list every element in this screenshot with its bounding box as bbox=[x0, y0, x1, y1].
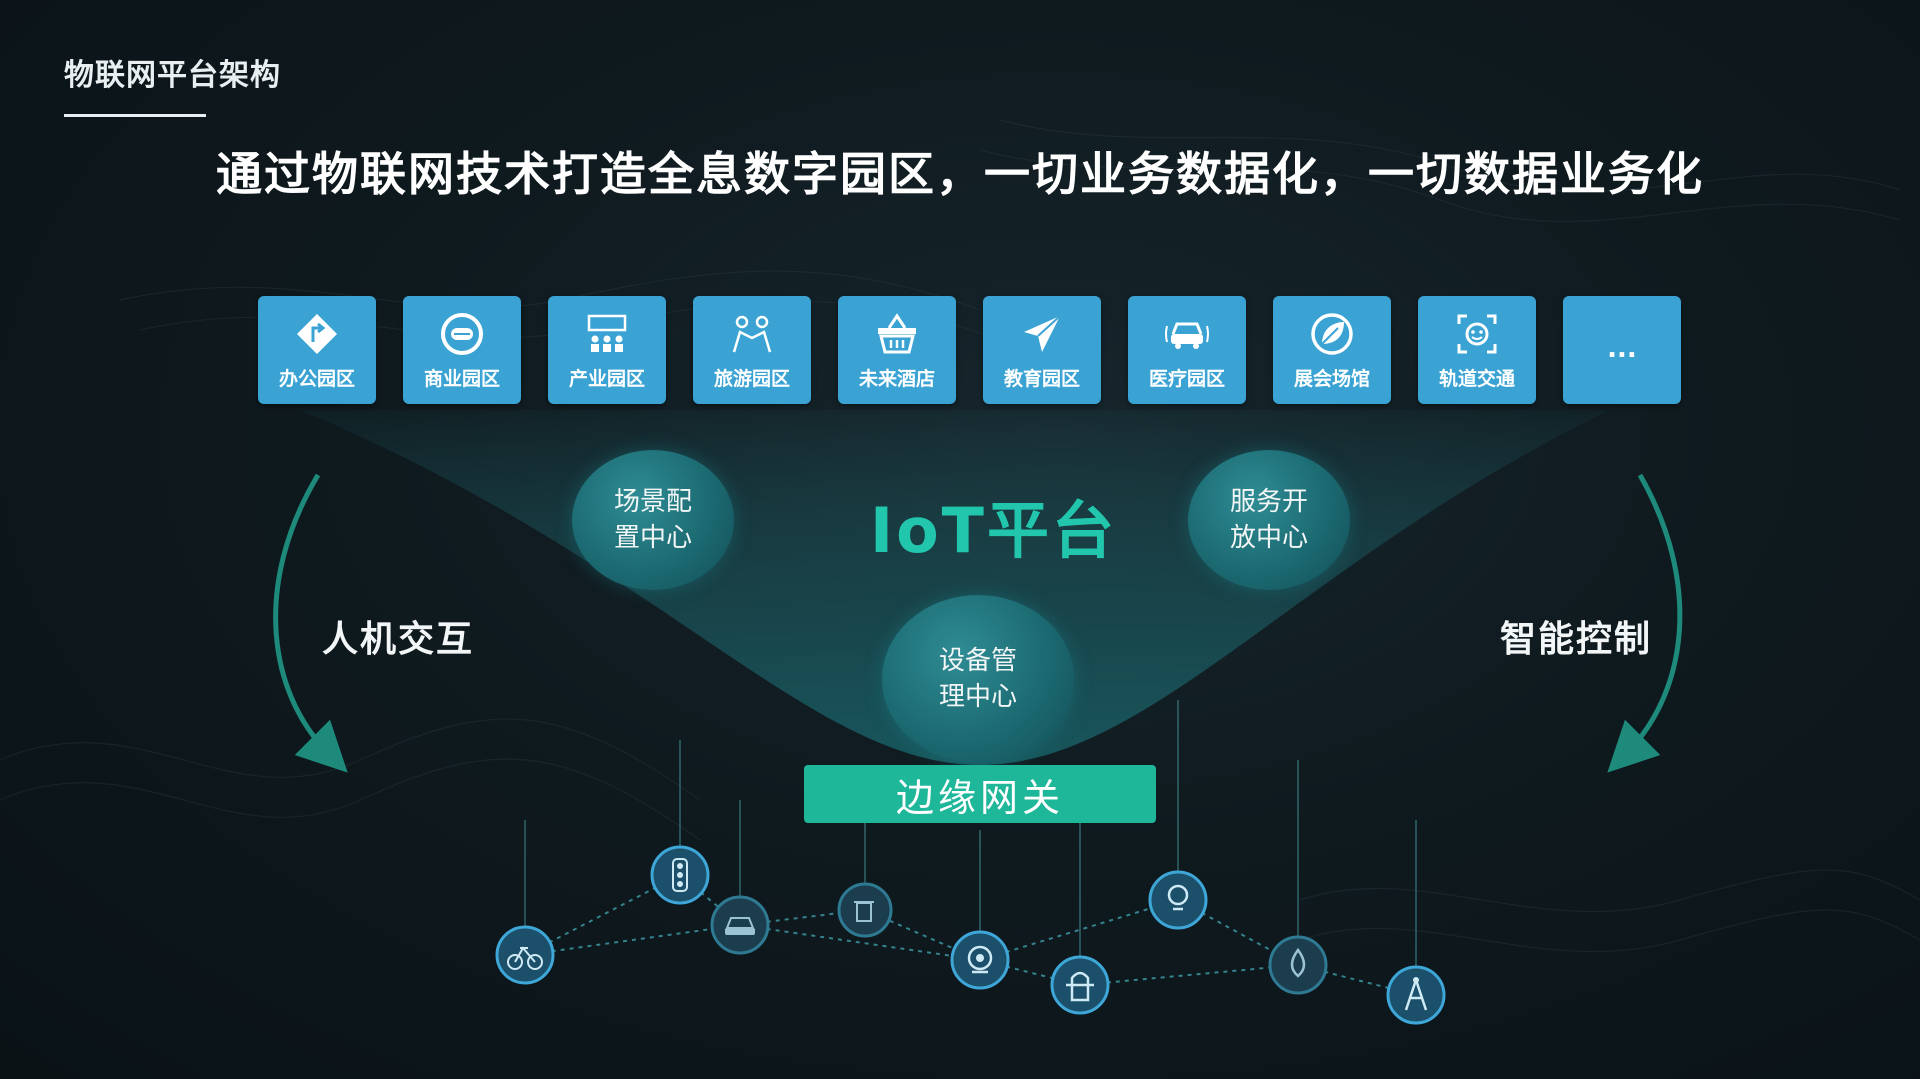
car-icon bbox=[1163, 312, 1211, 356]
scene-config-center[interactable]: 场景配 置中心 bbox=[572, 450, 734, 590]
car-icon[interactable] bbox=[710, 895, 770, 955]
tile-office-park[interactable]: 办公园区 bbox=[258, 296, 376, 404]
tile-label: 展会场馆 bbox=[1293, 368, 1370, 390]
title-underline bbox=[64, 114, 206, 117]
industry-icon bbox=[583, 312, 631, 356]
tile-future-hotel[interactable]: 未来酒店 bbox=[838, 296, 956, 404]
scene-config-line-1: 场景配 bbox=[613, 487, 692, 517]
tile-label: 产业园区 bbox=[568, 368, 645, 390]
page-title: 物联网平台架构 bbox=[64, 58, 281, 93]
tile-commerce-park[interactable]: 商业园区 bbox=[403, 296, 521, 404]
tourism-icon bbox=[728, 312, 776, 356]
iot-platform-title: IoT平台 bbox=[870, 494, 1117, 567]
human-machine-interaction-label: 人机交互 bbox=[322, 619, 475, 660]
tile-label: 医疗园区 bbox=[1148, 368, 1225, 390]
tile-tourism-park[interactable]: 旅游园区 bbox=[693, 296, 811, 404]
camera-icon[interactable] bbox=[950, 930, 1010, 990]
leaf-icon bbox=[1308, 312, 1356, 356]
more-icon: ... bbox=[1607, 334, 1637, 364]
office-icon bbox=[293, 312, 341, 356]
tower-icon[interactable] bbox=[1386, 965, 1446, 1025]
tile-label: 轨道交通 bbox=[1438, 368, 1515, 390]
device-mgmt-line-1: 设备管 bbox=[938, 646, 1017, 676]
traffic-light-icon[interactable] bbox=[650, 845, 710, 905]
commerce-icon bbox=[438, 312, 486, 356]
tile-label: 旅游园区 bbox=[713, 368, 790, 390]
smart-control-label: 智能控制 bbox=[1500, 619, 1653, 660]
basket-icon bbox=[873, 312, 921, 356]
tile-industry-park[interactable]: 产业园区 bbox=[548, 296, 666, 404]
paper-plane-icon bbox=[1018, 312, 1066, 356]
tile-label: 办公园区 bbox=[278, 368, 355, 390]
service-open-center[interactable]: 服务开 放中心 bbox=[1188, 450, 1350, 590]
service-open-line-2: 放中心 bbox=[1229, 523, 1308, 553]
face-scan-icon bbox=[1453, 312, 1501, 356]
scene-config-line-2: 置中心 bbox=[613, 523, 692, 553]
tile-label: 教育园区 bbox=[1003, 368, 1080, 390]
tile-exhibition-venue[interactable]: 展会场馆 bbox=[1273, 296, 1391, 404]
device-management-center[interactable]: 设备管 理中心 bbox=[882, 595, 1074, 763]
tile-medical-park[interactable]: 医疗园区 bbox=[1128, 296, 1246, 404]
tile-label: 商业园区 bbox=[423, 368, 500, 390]
tile-more[interactable]: ... bbox=[1563, 296, 1681, 404]
trash-bin-icon[interactable] bbox=[837, 882, 893, 938]
bike-icon[interactable] bbox=[495, 925, 555, 985]
lightbulb-icon[interactable] bbox=[1148, 870, 1208, 930]
edge-gateway[interactable]: 边缘网关 bbox=[804, 765, 1156, 823]
headline: 通过物联网技术打造全息数字园区，一切业务数据化，一切数据业务化 bbox=[216, 147, 1704, 201]
left-arrow bbox=[273, 473, 348, 773]
tile-label: 未来酒店 bbox=[858, 368, 935, 390]
service-open-line-1: 服务开 bbox=[1229, 487, 1308, 517]
water-drop-icon[interactable] bbox=[1268, 935, 1328, 995]
tile-rail-transit[interactable]: 轨道交通 bbox=[1418, 296, 1536, 404]
device-mgmt-line-2: 理中心 bbox=[938, 682, 1017, 712]
tile-education-park[interactable]: 教育园区 bbox=[983, 296, 1101, 404]
hydrant-icon[interactable] bbox=[1050, 955, 1110, 1015]
right-arrow bbox=[1607, 473, 1683, 773]
